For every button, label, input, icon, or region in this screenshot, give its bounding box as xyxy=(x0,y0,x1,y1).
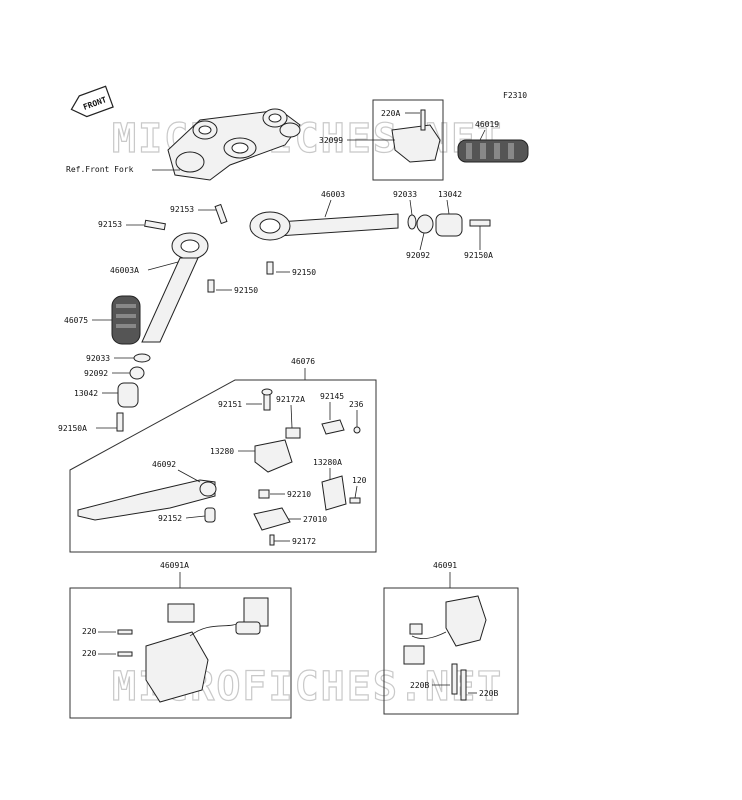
label-46091A: 46091A xyxy=(160,561,189,570)
label-92172: 92172 xyxy=(292,537,316,546)
weight-13042-left xyxy=(117,382,139,408)
pin-92152 xyxy=(204,507,216,523)
label-120: 120 xyxy=(352,476,367,485)
adjuster-92172A xyxy=(285,427,301,439)
screw-220-a xyxy=(117,629,133,635)
label-220A: 220A xyxy=(381,109,400,118)
label-92150-a: 92150 xyxy=(292,268,316,277)
label-46003A: 46003A xyxy=(110,266,139,275)
clamp-13280A xyxy=(321,475,347,511)
label-92150A-top: 92150A xyxy=(464,251,493,260)
label-92153-b: 92153 xyxy=(98,220,122,229)
label-220-b: 220 xyxy=(82,649,97,658)
label-92151: 92151 xyxy=(218,400,242,409)
switch-27010 xyxy=(253,507,291,531)
label-46075: 46075 xyxy=(64,316,88,325)
box-clutch-lever xyxy=(69,379,377,553)
right-switch-housing xyxy=(403,595,487,665)
right-handlebar xyxy=(249,211,399,241)
connector-left-a xyxy=(167,603,195,623)
box-left-switch xyxy=(69,587,292,719)
label-236: 236 xyxy=(349,400,364,409)
nut-92210 xyxy=(258,489,270,499)
weight-13042-top xyxy=(435,213,463,237)
label-13042-left: 13042 xyxy=(74,389,98,398)
clip-92033-left xyxy=(133,353,151,363)
label-220B-a: 220B xyxy=(410,681,429,690)
label-92172A: 92172A xyxy=(276,395,305,404)
label-92150-b: 92150 xyxy=(234,286,258,295)
label-46076: 46076 xyxy=(291,357,315,366)
label-32099: 32099 xyxy=(319,136,343,145)
clutch-lever-parts xyxy=(77,388,361,546)
label-92033-left: 92033 xyxy=(86,354,110,363)
box-right-switch xyxy=(383,587,519,715)
label-92145: 92145 xyxy=(320,392,344,401)
front-arrow-icon: FRONT xyxy=(70,85,114,118)
label-46003: 46003 xyxy=(321,190,345,199)
screw-220-b xyxy=(117,651,133,657)
label-220B-b: 220B xyxy=(479,689,498,698)
label-13280: 13280 xyxy=(210,447,234,456)
left-grip xyxy=(111,295,141,345)
label-92152: 92152 xyxy=(158,514,182,523)
bolt-120 xyxy=(349,497,361,504)
upper-triple-clamp xyxy=(167,108,301,181)
weight-92092-left xyxy=(129,366,145,380)
weight-92092-top xyxy=(416,214,434,234)
bolt-92150-a xyxy=(266,261,274,275)
label-13280A: 13280A xyxy=(313,458,342,467)
label-92033-top: 92033 xyxy=(393,190,417,199)
label-46019: 46019 xyxy=(475,120,499,129)
bolt-92153-b xyxy=(144,219,166,231)
label-92153-a: 92153 xyxy=(170,205,194,214)
label-92092-top: 92092 xyxy=(406,251,430,260)
right-grip xyxy=(457,139,529,163)
bolt-92150-b xyxy=(207,279,215,293)
part-92145 xyxy=(321,419,345,435)
label-220-a: 220 xyxy=(82,627,97,636)
label-13042-top: 13042 xyxy=(438,190,462,199)
bolt-92150A-left xyxy=(116,412,124,432)
lever-holder-13280 xyxy=(254,439,293,473)
screw-220B-b xyxy=(460,669,467,701)
clip-92033-top xyxy=(407,214,417,230)
label-46091: 46091 xyxy=(433,561,457,570)
clutch-lever-46092 xyxy=(77,479,216,521)
connector-right xyxy=(403,645,425,665)
label-46092: 46092 xyxy=(152,460,176,469)
left-handlebar xyxy=(141,232,209,343)
label-92210: 92210 xyxy=(287,490,311,499)
figure-code: F2310 xyxy=(503,91,527,100)
bolt-92153-a xyxy=(214,203,228,225)
screw-92172 xyxy=(269,534,275,546)
bolt-92150A-top xyxy=(469,219,491,227)
label-92150A-left: 92150A xyxy=(58,424,87,433)
label-92092-left: 92092 xyxy=(84,369,108,378)
throttle-housing xyxy=(391,124,441,163)
pin-236 xyxy=(353,426,361,434)
label-ref-front-fork: Ref.Front Fork xyxy=(66,165,134,174)
label-27010: 27010 xyxy=(303,515,327,524)
screw-220B-a xyxy=(451,663,458,695)
left-switch-housing xyxy=(145,597,269,703)
